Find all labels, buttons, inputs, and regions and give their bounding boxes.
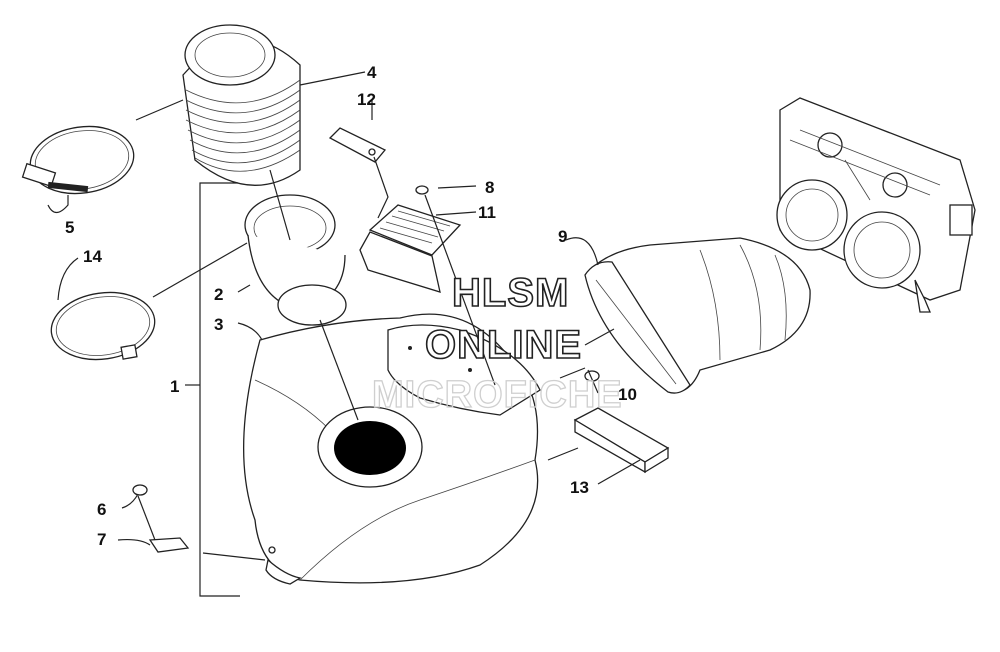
intake-duct-icon (584, 237, 811, 394)
callout-6: 6 (97, 500, 106, 519)
leader-lines (47, 71, 641, 597)
callout-8: 8 (485, 178, 494, 197)
callout-2: 2 (214, 285, 223, 304)
airbox-housing-icon (243, 313, 541, 585)
watermark-line3: MICROFICHE (372, 374, 623, 416)
callout-13: 13 (570, 478, 589, 497)
callout-4: 4 (367, 63, 377, 82)
hose-clamp-icon (50, 291, 156, 361)
carburetor-assembly-icon (776, 97, 976, 313)
hose-clamp-icon (21, 125, 135, 195)
watermark-line1: HLSM (452, 271, 569, 315)
foam-block-icon (573, 407, 670, 474)
decal-icon (359, 204, 462, 293)
callout-1: 1 (170, 377, 179, 396)
callout-5: 5 (65, 218, 74, 237)
mounting-clip-icon (148, 537, 190, 553)
callout-11: 11 (478, 203, 496, 222)
screw-icon (559, 367, 600, 382)
bellows-boot-icon (182, 24, 301, 186)
intake-boot-icon (244, 194, 347, 326)
callout-10: 10 (618, 385, 637, 404)
watermark-line2: ONLINE (425, 323, 582, 367)
callout-14: 14 (83, 247, 102, 266)
plug-icon (132, 484, 148, 496)
callout-9: 9 (558, 227, 567, 246)
label-plate-icon (328, 127, 387, 163)
callout-3: 3 (214, 315, 223, 334)
rivet-icon (415, 185, 429, 195)
callout-12: 12 (357, 90, 376, 109)
callout-7: 7 (97, 530, 106, 549)
